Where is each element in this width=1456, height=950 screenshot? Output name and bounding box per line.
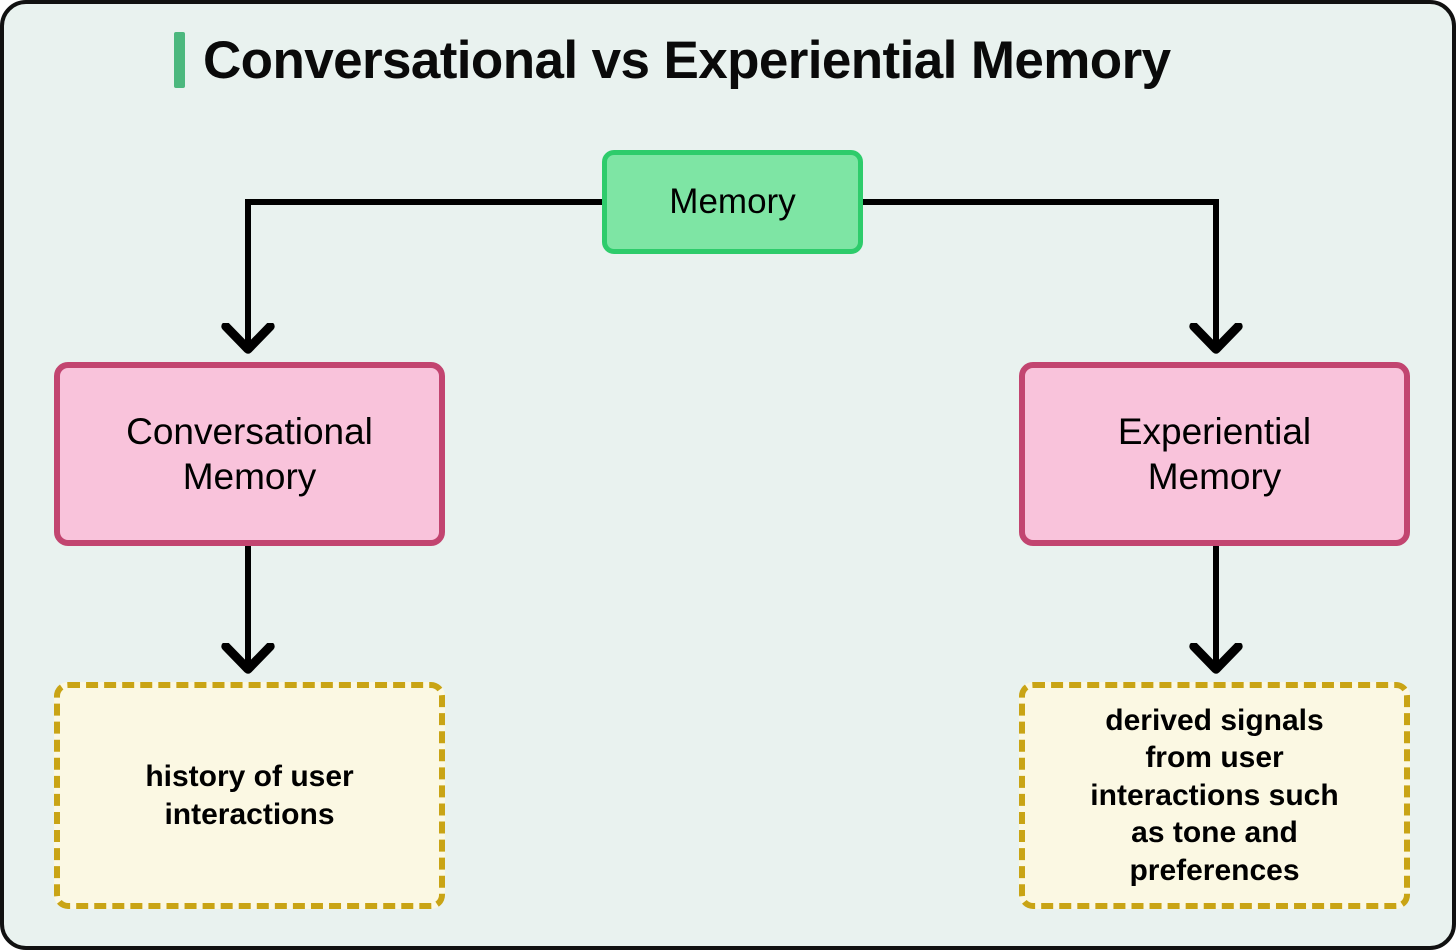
node-experiential-memory[interactable]: Experiential Memory	[1019, 362, 1410, 546]
edge-memory-to-conversational	[248, 199, 602, 348]
node-conversational-memory-note[interactable]: history of user interactions	[54, 682, 445, 909]
node-experiential-memory-note[interactable]: derived signals from user interactions s…	[1019, 682, 1410, 909]
node-conversational-memory[interactable]: Conversational Memory	[54, 362, 445, 546]
node-memory[interactable]: Memory	[602, 150, 863, 254]
node-experiential-memory-label: Experiential Memory	[1117, 410, 1312, 497]
node-conversational-memory-note-label: history of user interactions	[145, 760, 354, 831]
node-conversational-memory-label: Conversational Memory	[126, 410, 373, 497]
page-title: Conversational vs Experiential Memory	[174, 32, 1171, 88]
page-title-text: Conversational vs Experiential Memory	[203, 30, 1171, 90]
node-experiential-memory-note-label: derived signals from user interactions s…	[1090, 703, 1339, 887]
edge-memory-to-experiential	[863, 199, 1216, 348]
title-accent-bar	[174, 32, 185, 88]
node-memory-label: Memory	[669, 181, 796, 221]
